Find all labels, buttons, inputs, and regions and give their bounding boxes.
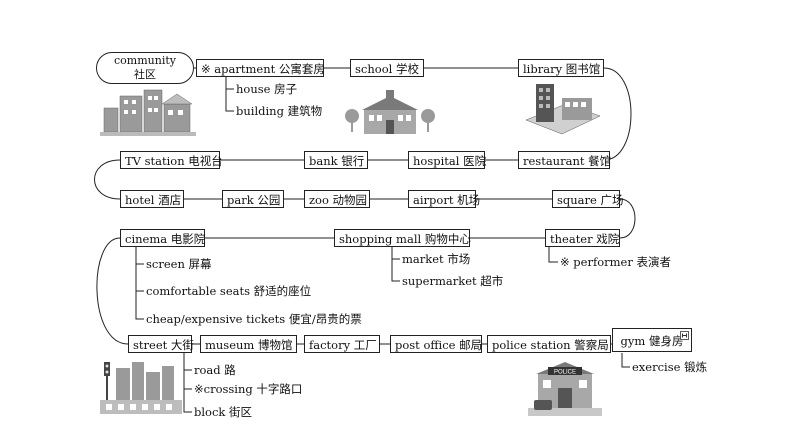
sub-crossing: ※crossing 十字路口 — [194, 382, 303, 396]
node-hotel: hotel 酒店 — [120, 190, 184, 208]
node-factory: factory 工厂 — [304, 335, 380, 353]
node-school: school 学校 — [350, 59, 424, 77]
node-tv-station: TV station 电视台 — [120, 151, 223, 169]
sub-road: road 路 — [194, 363, 236, 377]
community-label-zh: 社区 — [134, 68, 156, 81]
street-illustration — [100, 362, 182, 414]
community-label-en: community — [114, 54, 176, 67]
node-square: square 广场 — [552, 190, 623, 208]
library-illustration — [525, 84, 601, 135]
node-zoo: zoo 动物园 — [304, 190, 370, 208]
sub-market: market 市场 — [402, 252, 471, 266]
node-museum: museum 博物馆 — [200, 335, 297, 353]
node-park: park 公园 — [222, 190, 284, 208]
police-station-illustration: POLICE — [528, 362, 602, 416]
sub-tickets: cheap/expensive tickets 便宜/昂贵的票 — [146, 312, 362, 326]
node-theater: theater 戏院 — [545, 229, 620, 247]
sub-screen: screen 屏幕 — [146, 257, 212, 271]
sub-building: building 建筑物 — [236, 104, 323, 118]
community-illustration — [100, 89, 196, 136]
sub-supermarket: supermarket 超市 — [402, 274, 504, 288]
police-sign: POLICE — [554, 370, 576, 376]
node-shopping-mall: shopping mall 购物中心 — [334, 229, 471, 247]
sub-performer: ※ performer 表演者 — [560, 255, 671, 269]
gym-icon — [680, 331, 689, 340]
node-police-station: police station 警察局 — [487, 335, 611, 353]
node-gym: gym 健身房 — [612, 328, 692, 352]
node-post-office: post office 邮局 — [390, 335, 482, 353]
node-cinema: cinema 电影院 — [120, 229, 205, 247]
sub-house: house 房子 — [236, 82, 298, 96]
node-hospital: hospital 医院 — [408, 151, 486, 169]
sub-exercise: exercise 锻炼 — [632, 360, 708, 374]
node-airport: airport 机场 — [408, 190, 480, 208]
node-restaurant: restaurant 餐馆 — [518, 151, 611, 169]
node-library: library 图书馆 — [518, 59, 604, 77]
school-illustration — [345, 90, 435, 134]
node-bank: bank 银行 — [304, 151, 368, 169]
sub-block: block 街区 — [194, 405, 253, 419]
node-street: street 大街 — [128, 335, 194, 353]
community-node: community 社区 — [96, 52, 194, 84]
sub-comfortable-seats: comfortable seats 舒适的座位 — [146, 284, 312, 298]
node-apartment: ※ apartment 公寓套房 — [196, 59, 325, 77]
